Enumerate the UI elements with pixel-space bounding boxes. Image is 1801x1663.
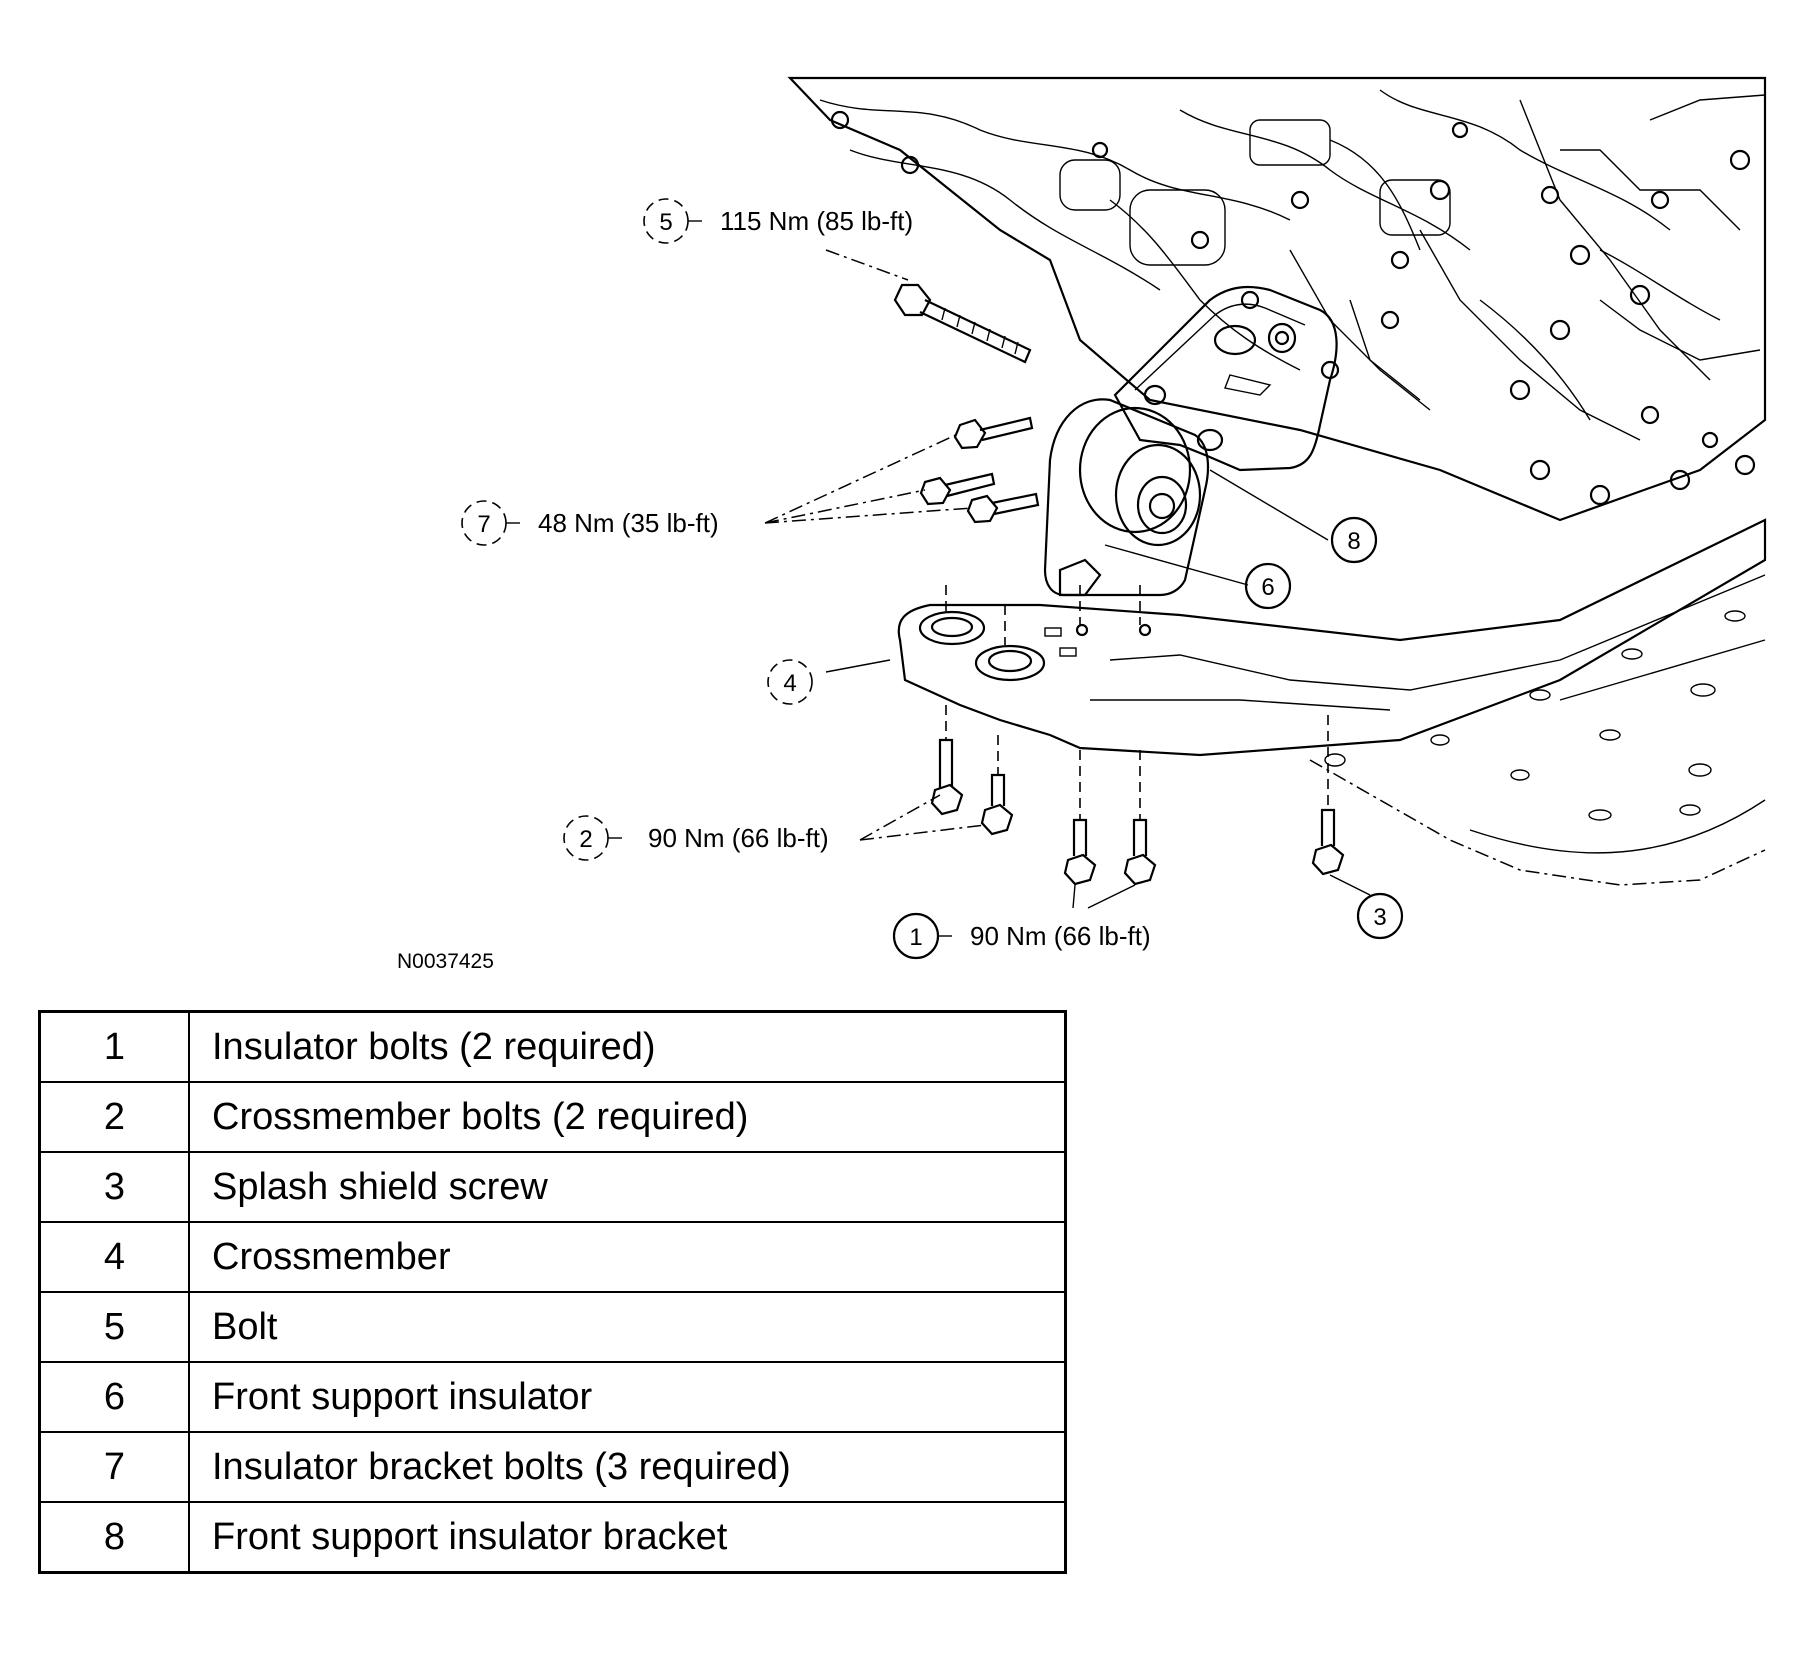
legend-number: 6 (38, 1361, 190, 1433)
callout-number: 6 (1261, 574, 1274, 601)
torque-spec: 48 Nm (35 lb-ft) (538, 508, 719, 538)
callout-number: 7 (477, 511, 490, 538)
legend-number: 8 (38, 1501, 190, 1574)
legend-number: 3 (38, 1151, 190, 1223)
crossmember-illustration (897, 518, 1767, 757)
engine-block-illustration (787, 76, 1767, 522)
legend-description: Splash shield screw (188, 1151, 1067, 1223)
legend-description: Front support insulator (188, 1361, 1067, 1433)
callout-3: 3 (1356, 892, 1404, 940)
splash-shield-illustration (1309, 610, 1766, 886)
legend-description: Insulator bolts (2 required) (188, 1010, 1067, 1083)
bolts-7-illustration (919, 416, 1040, 524)
exploded-view-diagram: 5 115 Nm (85 lb-ft) 7 48 Nm (35 lb-ft) 8… (397, 76, 1767, 973)
callout-number: 8 (1347, 528, 1360, 555)
callout-8: 8 (1330, 516, 1378, 564)
callout-number: 2 (579, 826, 592, 853)
callout-6: 6 (1244, 562, 1292, 610)
torque-spec: 115 Nm (85 lb-ft) (720, 206, 913, 236)
legend-number: 5 (38, 1291, 190, 1363)
legend-description: Crossmember (188, 1221, 1067, 1293)
callout-number: 4 (783, 670, 796, 697)
front-support-insulator-illustration (1043, 398, 1210, 597)
engine-fasteners-illustration (830, 110, 1756, 506)
alignment-lines (945, 585, 1329, 820)
legend-number: 7 (38, 1431, 190, 1503)
leader-lines (764, 249, 1371, 909)
callout-number: 5 (659, 209, 672, 236)
callout-2: 2 90 Nm (66 lb-ft) (563, 815, 829, 861)
torque-spec: 90 Nm (66 lb-ft) (970, 921, 1151, 951)
legend-description: Front support insulator bracket (188, 1501, 1067, 1574)
figure-reference-id: N0037425 (397, 950, 494, 973)
legend-description: Bolt (188, 1291, 1067, 1363)
callout-number: 3 (1373, 904, 1386, 931)
legend-number: 1 (38, 1010, 190, 1083)
callout-1: 1 90 Nm (66 lb-ft) (892, 912, 1151, 960)
lower-bolts-illustration (930, 738, 1345, 886)
legend-number: 4 (38, 1221, 190, 1293)
callout-5: 5 115 Nm (85 lb-ft) (643, 198, 913, 244)
legend-description: Insulator bracket bolts (3 required) (188, 1431, 1067, 1503)
legend-description: Crossmember bolts (2 required) (188, 1081, 1067, 1153)
legend-number: 2 (38, 1081, 190, 1153)
callout-number: 1 (909, 924, 922, 951)
callout-4: 4 (767, 659, 813, 705)
torque-spec: 90 Nm (66 lb-ft) (648, 823, 829, 853)
callout-7: 7 48 Nm (35 lb-ft) (461, 500, 719, 546)
insulator-bracket-illustration (1113, 285, 1338, 472)
bolt-5-illustration (893, 283, 1032, 364)
